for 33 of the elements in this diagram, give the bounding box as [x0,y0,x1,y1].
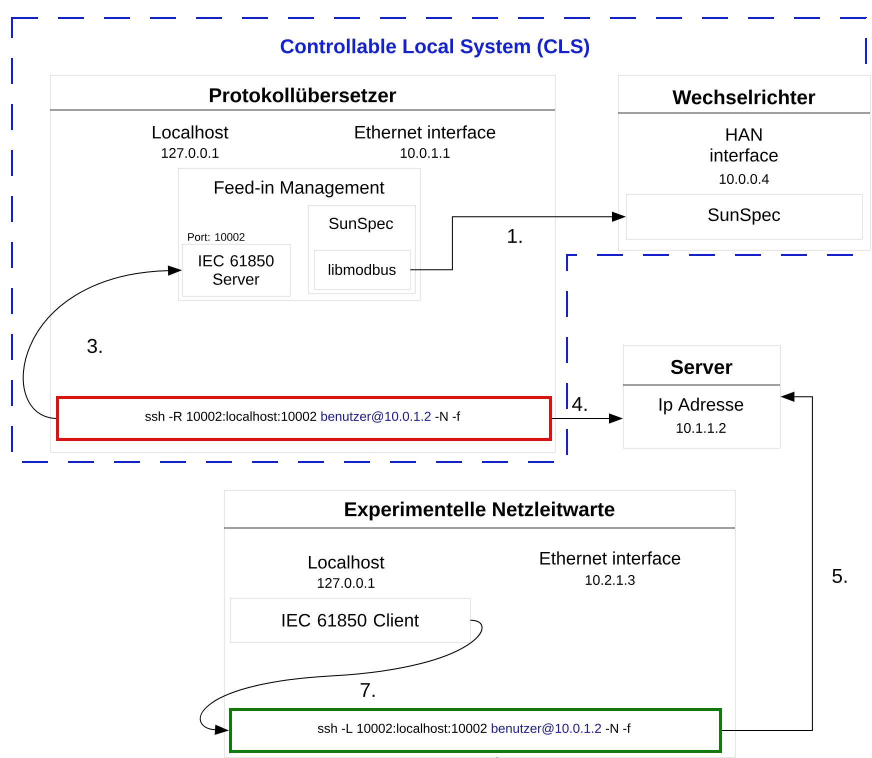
port-label: Port: 10002 [188,233,245,241]
ip-address: 127.0.0.1 [162,148,218,158]
ip-address: 10.1.1.2 [676,423,726,433]
ip-address: 10.2.1.3 [586,575,635,585]
command-box: ssh -R 10002:localhost:10002 benutzer@10.0.1.2 -N -f [56,396,552,441]
component-box: IEC 61850 Server [182,244,290,296]
panel-title: Protokollübersetzer [210,88,396,102]
arrow [722,392,813,731]
component-box: SunSpec [626,194,862,240]
interface-label: Ethernet interface [355,125,496,139]
component-title: SunSpec [329,218,394,232]
host-label: Localhost [152,125,228,139]
ip-address: 127.0.0.1 [318,578,375,588]
interface-label: Ethernet interface [540,551,680,565]
component-title: Feed-in Management [214,180,384,198]
component-box: IEC 61850 Client [230,598,470,642]
arrow [200,620,483,735]
boundary-title: Controllable Local System (CLS) [280,38,590,58]
ip-address: 10.0.0.4 [720,174,769,184]
panel-title: Experimentelle Netzleitwarte [345,502,614,520]
command-box: ssh -L 10002:localhost:10002 benutzer@10.0.1.2 -N -f [229,708,722,753]
interface-label: HAN interface [710,128,778,162]
panel-title: Wechselrichter [672,90,816,104]
step-number: 7. [358,682,378,698]
step-number: 3. [86,338,104,354]
component-box: libmodbus [314,250,410,290]
host-label: Ip Adresse [660,398,744,414]
ip-address: 10.0.1.1 [400,148,450,158]
panel-title: Server [670,360,732,374]
host-label: Localhost [308,555,384,569]
step-number: 1. [506,228,524,244]
step-number: 4. [570,396,590,412]
step-number: 5. [830,568,850,584]
